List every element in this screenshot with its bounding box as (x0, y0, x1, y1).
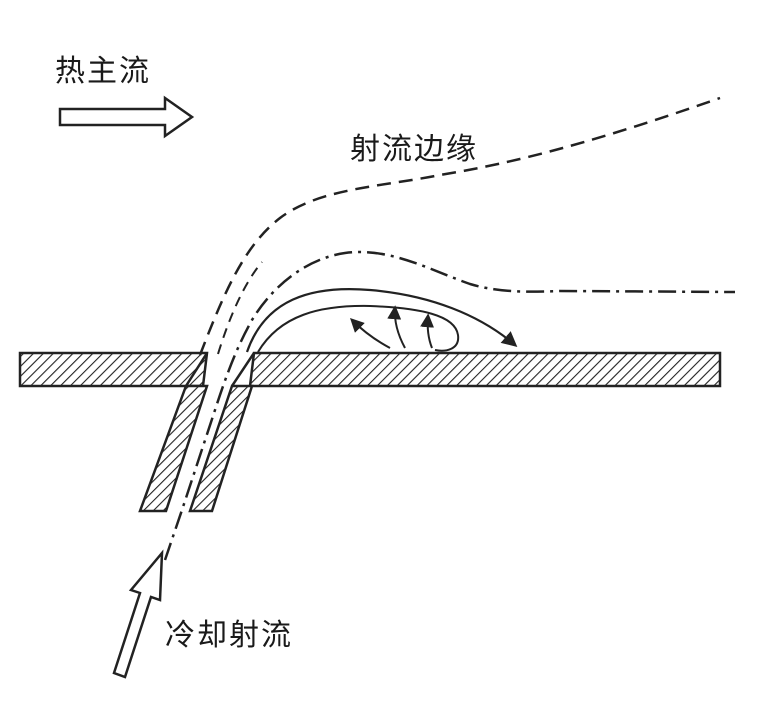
cooling-jet-arrow (112, 549, 164, 679)
jet-edge-label: 射流边缘 (350, 132, 478, 167)
jet-inner-edge-line (217, 261, 263, 355)
recirculation-outer (245, 288, 518, 353)
plate-left-segment (18, 351, 209, 388)
jet-centerline (163, 250, 736, 561)
cooling-jet-label: 冷却射流 (165, 618, 293, 653)
jet-edge-line (198, 96, 721, 356)
vortex-arrow-3 (420, 313, 435, 349)
hole-inner-left (184, 352, 209, 387)
hole-wall-left (138, 384, 209, 513)
plate-right-segment (248, 351, 722, 388)
hole-wall-right (188, 384, 254, 513)
vortex-arrow-1 (350, 318, 391, 349)
hot-mainstream-arrow (58, 95, 195, 139)
hot-mainstream-label: 热主流 (55, 54, 151, 89)
vortex-arrow-2 (387, 305, 406, 349)
recirculation-inner (257, 304, 460, 353)
hole-inner-right (230, 352, 256, 387)
